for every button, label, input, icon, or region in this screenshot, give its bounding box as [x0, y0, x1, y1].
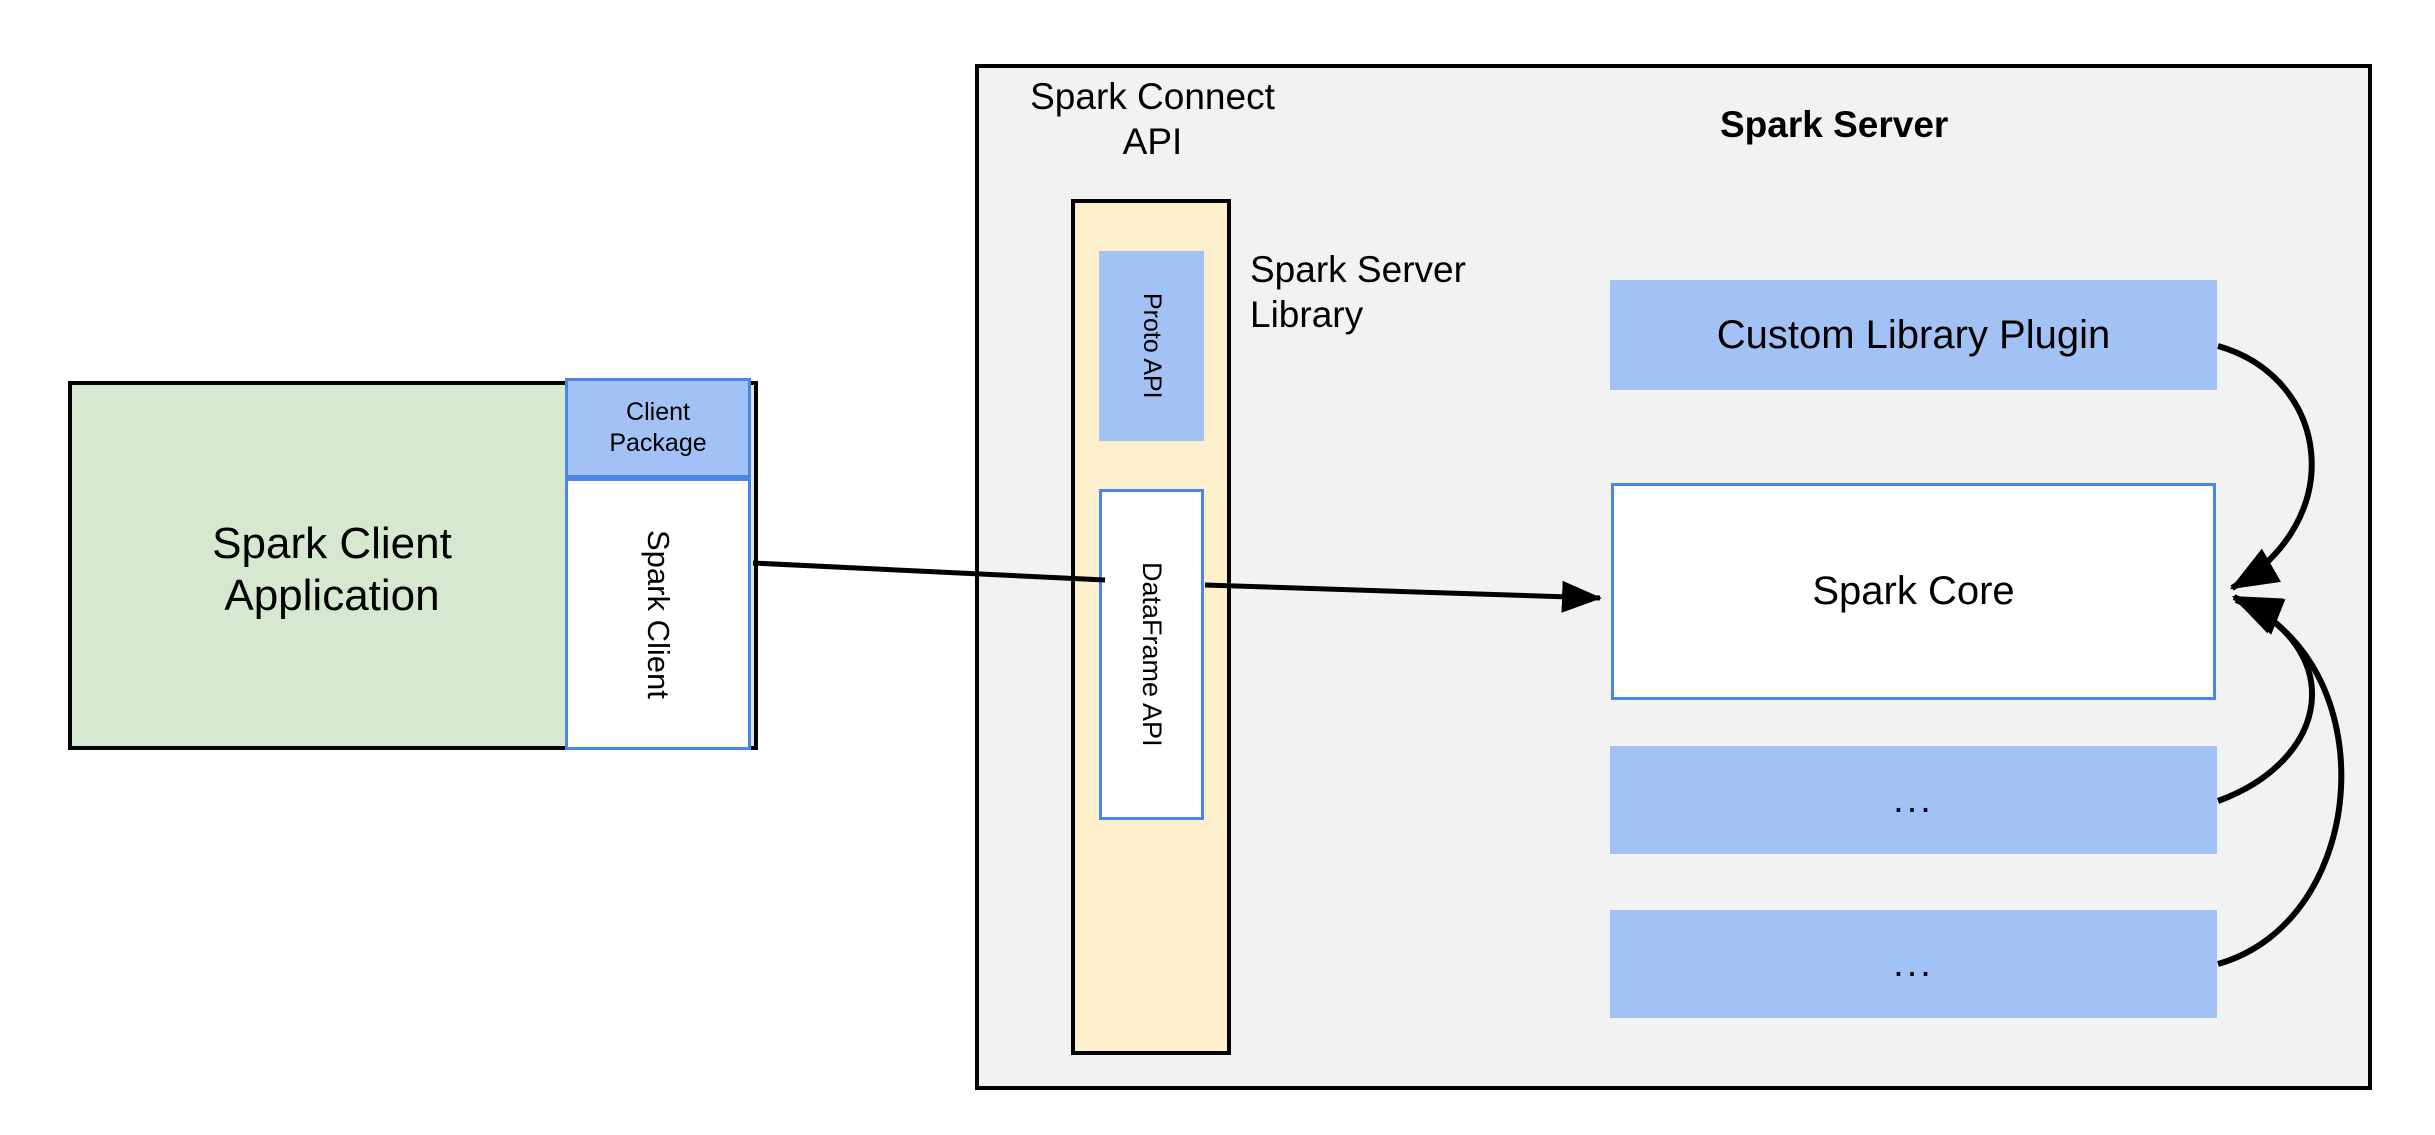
dataframe-api-box[interactable]: DataFrame API [1099, 489, 1204, 820]
spark-core-label: Spark Core [1812, 569, 2015, 613]
ellipsis-box-1[interactable]: ... [1610, 746, 2217, 854]
spark-client-application-label: Spark Client Application [212, 518, 452, 620]
proto-api-label: Proto API [1138, 293, 1166, 399]
client-package-box[interactable]: Client Package [565, 378, 751, 478]
spark-client-label: Spark Client [641, 529, 676, 699]
spark-server-title: Spark Server [1720, 104, 1949, 145]
spark-connect-api-label: Spark Connect API [1030, 75, 1275, 162]
ellipsis-box-2[interactable]: ... [1610, 910, 2217, 1018]
custom-library-plugin-box[interactable]: Custom Library Plugin [1610, 280, 2217, 390]
spark-core-box[interactable]: Spark Core [1611, 483, 2216, 700]
ellipsis-box-2-label: ... [1893, 942, 1934, 985]
proto-api-box[interactable]: Proto API [1099, 251, 1204, 441]
ellipsis-box-1-label: ... [1893, 778, 1934, 821]
client-package-label: Client Package [609, 397, 707, 457]
dataframe-api-label: DataFrame API [1137, 562, 1167, 747]
spark-client-box[interactable]: Spark Client [565, 478, 751, 750]
spark-server-library-label: Spark Server Library [1250, 249, 1466, 336]
custom-library-plugin-label: Custom Library Plugin [1716, 312, 2111, 357]
